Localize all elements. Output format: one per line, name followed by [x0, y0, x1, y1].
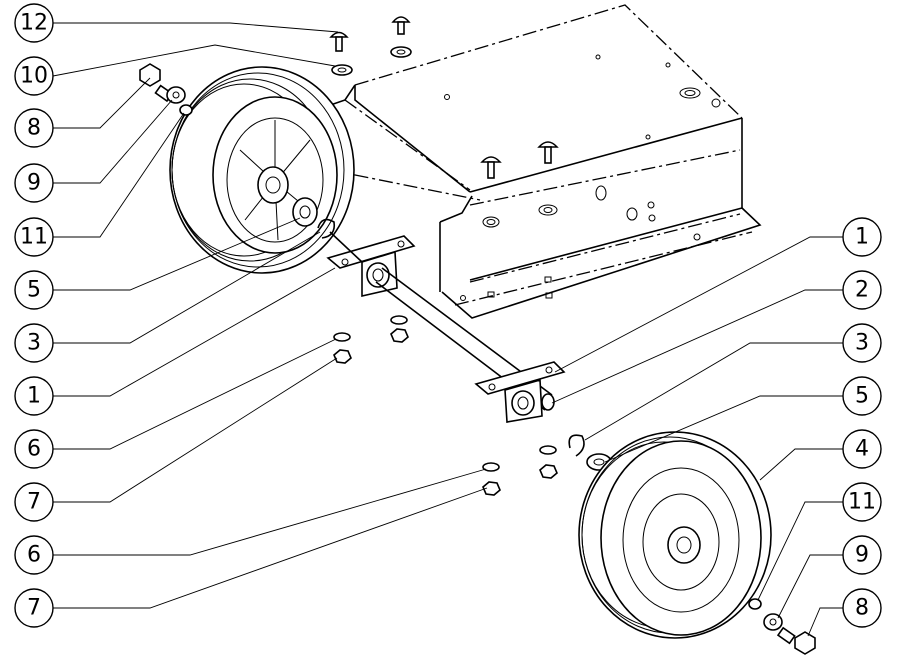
carriage-bolts — [329, 16, 559, 179]
callout-12: 12 — [14, 3, 54, 43]
callout-8-right: 8 — [842, 588, 882, 628]
callout-label: 1 — [855, 225, 869, 250]
callout-7: 7 — [14, 482, 54, 522]
left-wheel-fasteners — [139, 63, 193, 116]
callout-label: 7 — [27, 596, 41, 621]
callout-label: 10 — [20, 64, 48, 89]
leader-lines — [52, 22, 843, 637]
callout-4-right: 4 — [842, 429, 882, 469]
callout-label: 8 — [855, 596, 869, 621]
callout-label: 6 — [27, 543, 41, 568]
left-wheel — [169, 66, 355, 274]
callout-10: 10 — [14, 56, 54, 96]
callout-2-right: 2 — [842, 270, 882, 310]
callout-label: 11 — [20, 225, 48, 250]
callout-label: 11 — [848, 490, 876, 515]
callout-label: 1 — [27, 384, 41, 409]
callout-6: 6 — [14, 429, 54, 469]
callout-label: 7 — [27, 490, 41, 515]
callout-11-right: 11 — [842, 482, 882, 522]
right-wheel-fasteners — [748, 598, 816, 655]
callout-label: 8 — [27, 116, 41, 141]
callout-5: 5 — [14, 270, 54, 310]
callout-label: 3 — [27, 331, 41, 356]
nuts-and-washers — [333, 315, 558, 496]
callout-3: 3 — [14, 323, 54, 363]
callout-1-right: 1 — [842, 217, 882, 257]
callout-11: 11 — [14, 217, 54, 257]
callout-3-right: 3 — [842, 323, 882, 363]
callout-label: 3 — [855, 331, 869, 356]
callout-label: 12 — [20, 11, 48, 36]
callout-5-right: 5 — [842, 376, 882, 416]
right-wheel — [578, 431, 772, 639]
callout-label: 6 — [27, 437, 41, 462]
callout-7b: 7 — [14, 588, 54, 628]
callout-label: 5 — [855, 384, 869, 409]
callout-9-right: 9 — [842, 535, 882, 575]
callout-label: 4 — [855, 437, 869, 462]
callout-1: 1 — [14, 376, 54, 416]
callout-6b: 6 — [14, 535, 54, 575]
callout-label: 9 — [27, 171, 41, 196]
callout-label: 5 — [27, 278, 41, 303]
callout-label: 9 — [855, 543, 869, 568]
callouts-left: 12 10 8 9 11 5 3 1 6 7 6 7 — [14, 3, 54, 628]
callout-label: 2 — [855, 278, 869, 303]
chassis-frame — [315, 4, 762, 319]
callouts-right: 1 2 3 5 4 11 9 8 — [842, 217, 882, 628]
callout-8: 8 — [14, 108, 54, 148]
axle-assembly — [326, 231, 566, 423]
callout-9: 9 — [14, 163, 54, 203]
